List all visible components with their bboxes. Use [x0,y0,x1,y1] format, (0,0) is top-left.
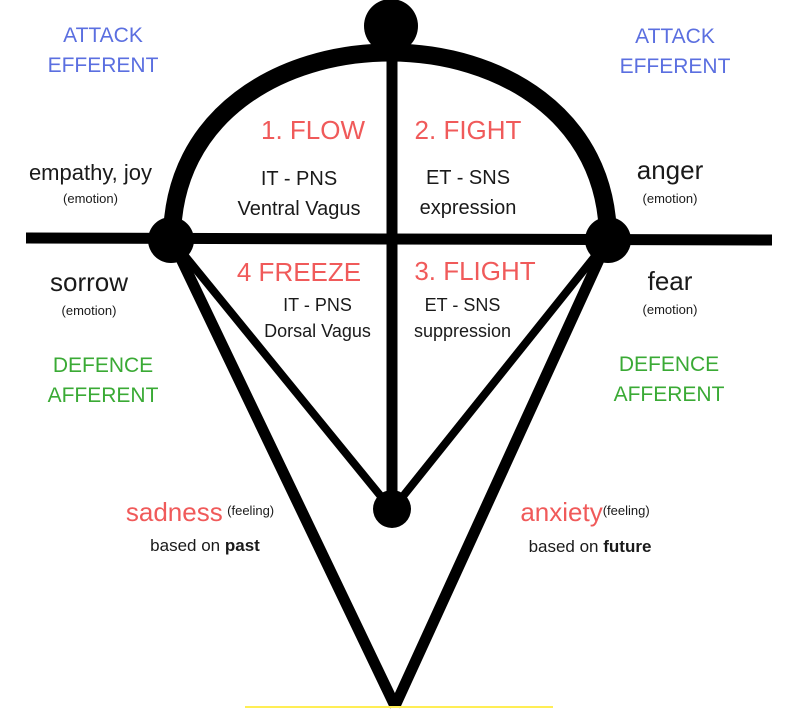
feeling-anxiety-word: anxiety [520,497,603,527]
feeling-anxiety: anxiety(feeling) [505,497,665,528]
attack-efferent-left: ATTACK EFFERENT [38,21,168,81]
node-bottom [373,490,411,528]
emotion-fear-word: fear [647,266,693,296]
emotion-tag: (emotion) [63,191,118,206]
defence-afferent-left: DEFENCE AFFERENT [38,351,168,411]
emotion-tag: (emotion) [642,302,698,317]
flow-line1: IT - PNS [260,168,338,190]
inner-v-right [388,237,612,513]
based-on-label: based on [150,536,221,555]
defence-label: DEFENCE [52,354,154,377]
outer-v-left [167,237,400,709]
flow-line2: Ventral Vagus [237,198,361,220]
quadrant-flow-title: 1. FLOW [260,115,365,145]
fight-line2: expression [419,197,517,219]
quadrant-flight-title: 3. FLIGHT [414,256,536,286]
outer-v-right [389,237,614,709]
quadrant-freeze-details: IT - PNS Dorsal Vagus [250,292,385,344]
flight-line1: ET - SNS [424,295,501,315]
feeling-tag: (feeling) [227,503,275,518]
defence-afferent-right: DEFENCE AFFERENT [604,350,734,410]
quadrant-flight-details: ET - SNS suppression [400,292,525,344]
emotion-sorrow-word: sorrow [49,267,128,297]
afferent-label: AFFERENT [47,384,159,407]
quadrant-flow-details: IT - PNS Ventral Vagus [219,164,379,224]
quadrant-fight-details: ET - SNS expression [398,163,538,223]
freeze-line2: Dorsal Vagus [264,321,371,341]
feeling-sadness-word: sadness [125,497,223,527]
feeling-sadness-basis: based on past [130,536,280,556]
afferent-label: AFFERENT [613,383,725,406]
attack-label: ATTACK [635,25,715,48]
emotion-sorrow: sorrow (emotion) [39,267,139,326]
efferent-label: EFFERENT [619,55,731,78]
based-on-label: based on [528,537,599,556]
quadrant-freeze-title: 4 FREEZE [236,257,362,287]
emotion-empathy: empathy, joy (emotion) [18,160,163,212]
feeling-anxiety-basis: based on future [515,537,665,557]
efferent-label: EFFERENT [47,54,159,77]
node-right [585,217,631,263]
defence-label: DEFENCE [618,353,720,376]
fight-line1: ET - SNS [425,167,511,189]
feeling-sadness: sadness (feeling) [115,497,285,528]
node-top [364,0,418,53]
emotion-anger: anger (emotion) [620,155,720,214]
based-on-past: past [224,536,260,555]
emotion-tag: (emotion) [642,191,698,206]
emotion-fear: fear (emotion) [620,266,720,325]
freeze-line1: IT - PNS [283,295,352,315]
quadrant-fight-title: 2. FIGHT [414,115,522,145]
emotion-anger-word: anger [636,155,704,185]
feeling-tag: (feeling) [602,503,650,518]
emotion-tag: (emotion) [61,303,117,318]
flight-line2: suppression [413,321,512,341]
node-left [148,217,194,263]
attack-efferent-right: ATTACK EFFERENT [610,22,740,82]
based-on-future: future [603,537,652,556]
attack-label: ATTACK [63,24,143,47]
inner-v-left [168,237,396,513]
emotion-empathy-word: empathy, joy [28,160,153,185]
